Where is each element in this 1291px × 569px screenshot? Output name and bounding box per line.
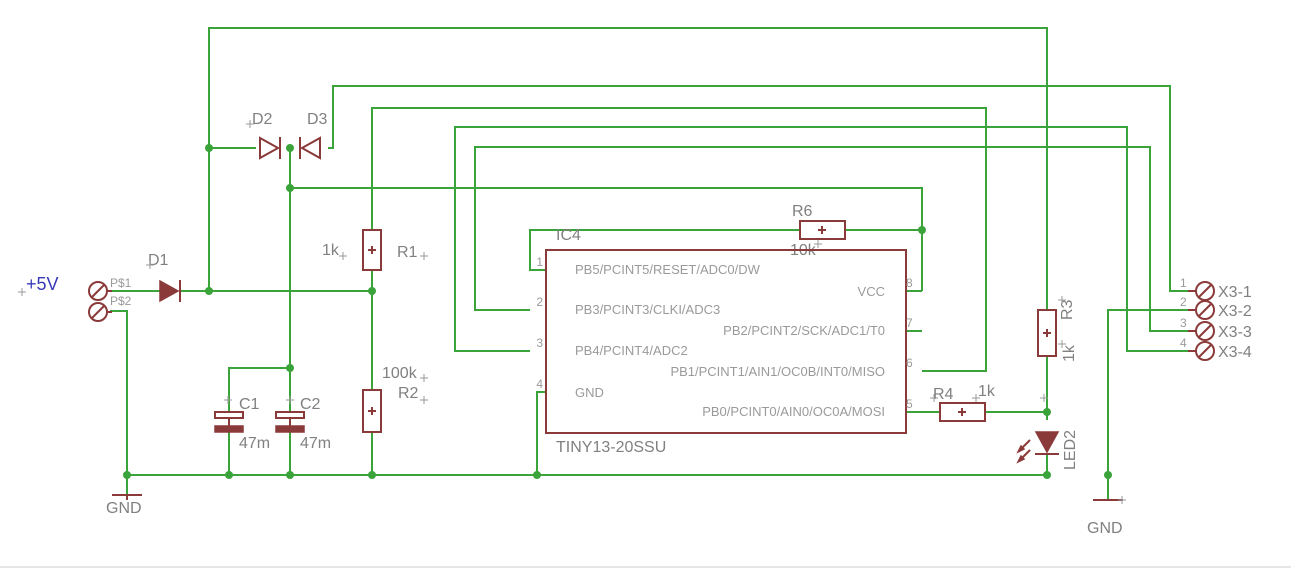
junction: [286, 471, 294, 479]
r2-value: 100k: [382, 365, 418, 382]
ic-pin-num: 3: [536, 336, 543, 350]
r1-value: 1k: [322, 242, 340, 259]
junction: [918, 226, 926, 234]
x3-pin-num: 3: [1180, 316, 1187, 330]
wire-x3-1: [328, 85, 1188, 292]
ic-pin-label: PB1/PCINT1/AIN1/OC0B/INT0/MISO: [670, 364, 885, 379]
d2-label: D2: [252, 111, 273, 128]
wire-p2-gnd: [110, 310, 128, 495]
ic-pin-num: 8: [906, 276, 913, 290]
resistor-r4: R4 1k: [933, 383, 996, 422]
r4-value: 1k: [978, 383, 996, 400]
junction: [1043, 471, 1051, 479]
wire-r6-left: [529, 229, 800, 271]
ic-part: TINY13-20SSU: [556, 439, 666, 456]
r3-label: R3: [1059, 299, 1076, 320]
c1-label: C1: [239, 396, 260, 413]
junction: [286, 184, 294, 192]
input-pin-2: P$2: [110, 294, 132, 308]
wire-x3-2-gnd: [1107, 309, 1188, 500]
r6-label: R6: [792, 203, 813, 220]
wire-x3-4: [454, 126, 1188, 352]
ic-name: IC4: [556, 227, 581, 244]
junction: [1043, 408, 1051, 416]
c1-value: 47m: [239, 435, 270, 452]
resistor-r6: R6 10k: [790, 203, 846, 259]
junctions: [123, 144, 1112, 479]
diode-d3: D3: [299, 111, 328, 160]
ic-pin-num: 4: [536, 377, 543, 391]
ic-pin-label: PB4/PCINT4/ADC2: [575, 343, 688, 358]
input-pin-1: P$1: [110, 276, 132, 290]
ic-pin-num: 1: [536, 255, 543, 269]
wire-gnd-rail: [127, 455, 1048, 476]
junction: [368, 287, 376, 295]
led-label: LED2: [1062, 430, 1079, 470]
x3-pin-label: X3-4: [1218, 344, 1252, 361]
d3-label: D3: [307, 111, 328, 128]
r1-label: R1: [397, 244, 418, 261]
ic-pin-label: GND: [575, 385, 604, 400]
diode-d1: D1: [148, 252, 181, 303]
ic-tiny13: IC4 TINY13-20SSU 1 2 3 4 PB5/PCINT5/RESE…: [536, 227, 913, 456]
d1-label: D1: [148, 252, 169, 269]
r4-label: R4: [933, 386, 954, 403]
ic-pin-num: 6: [906, 356, 913, 370]
x3-pin-num: 4: [1180, 336, 1187, 350]
wire-c1-top: [228, 367, 290, 412]
wire-x3-3: [474, 146, 1188, 332]
x3-pin-label: X3-3: [1218, 324, 1252, 341]
ic-pin-label: VCC: [858, 284, 885, 299]
led2: LED2: [1016, 430, 1079, 470]
gnd-symbol-left: GND: [106, 494, 142, 517]
ic-pin-num: 5: [906, 397, 913, 411]
gnd-label-right: GND: [1087, 520, 1123, 537]
c2-label: C2: [300, 396, 321, 413]
gnd-label-left: GND: [106, 500, 142, 517]
wire-pin6: [371, 107, 987, 372]
junction: [123, 471, 131, 479]
resistor-r2: 100k R2: [362, 365, 419, 433]
junction: [368, 471, 376, 479]
diode-d2: D2: [252, 111, 281, 160]
ic-pin-num: 2: [536, 295, 543, 309]
vcc-label: +5V: [26, 274, 59, 294]
bottom-divider: [0, 566, 1291, 568]
capacitor-c2: C2 47m: [275, 396, 331, 452]
junction: [1104, 471, 1112, 479]
x3-pin-num: 1: [1180, 276, 1187, 290]
junction: [225, 471, 233, 479]
wire-pin4-gnd: [536, 391, 546, 475]
wires: [110, 27, 1188, 500]
ic-pin-label: PB0/PCINT0/AIN0/OC0A/MOSI: [702, 404, 885, 419]
junction: [205, 287, 213, 295]
junction: [286, 144, 294, 152]
r3-value: 1k: [1061, 344, 1078, 362]
junction: [533, 471, 541, 479]
connector-x3: 1 2 3 4 X3-1 X3-2 X3-3 X3-4: [1180, 276, 1252, 361]
ic-pin-label: PB5/PCINT5/RESET/ADC0/DW: [575, 262, 761, 277]
wire-vcc-rail: [289, 148, 923, 291]
wire-top-loop: [208, 27, 1048, 310]
input-connector: +5V P$1 P$2: [18, 274, 132, 322]
resistor-r3: R3 1k: [1037, 299, 1078, 362]
gnd-symbol-right: GND: [1087, 499, 1123, 537]
r2-label: R2: [398, 385, 419, 402]
junction: [205, 144, 213, 152]
origin-markers: [146, 120, 1126, 504]
x3-pin-label: X3-1: [1218, 284, 1252, 301]
junction: [286, 364, 294, 372]
ic-pin-label: PB3/PCINT3/CLKI/ADC3: [575, 302, 720, 317]
x3-pin-label: X3-2: [1218, 303, 1252, 320]
ic-pin-label: PB2/PCINT2/SCK/ADC1/T0: [723, 323, 885, 338]
resistor-r1: 1k R1: [322, 229, 418, 271]
ic-pin-num: 7: [906, 316, 913, 330]
x3-pin-num: 2: [1180, 295, 1187, 309]
c2-value: 47m: [300, 435, 331, 452]
capacitor-c1: C1 47m: [214, 396, 270, 452]
